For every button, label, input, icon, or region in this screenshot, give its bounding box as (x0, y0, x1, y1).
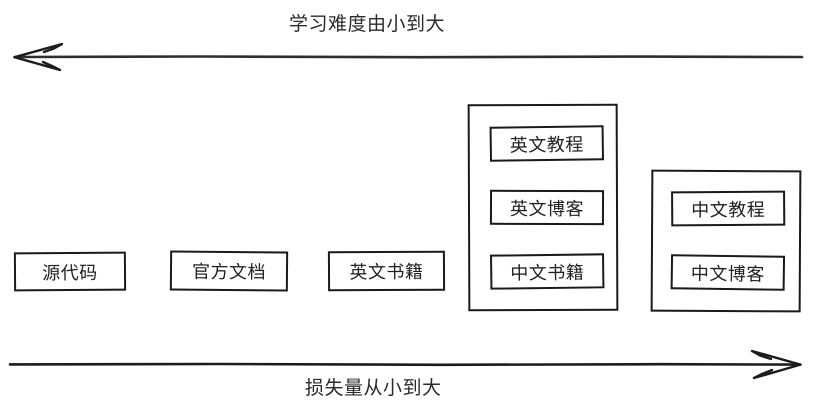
group-container[interactable]: 中文教程 中文博客 (650, 169, 802, 313)
node-box[interactable]: 源代码 (13, 251, 127, 292)
node-box[interactable]: 英文书籍 (327, 250, 446, 292)
top-arrow-left-icon (13, 42, 804, 72)
node-label: 英文教程 (509, 133, 584, 156)
node-box[interactable]: 英文博客 (489, 189, 605, 226)
node-box[interactable]: 英文教程 (489, 125, 605, 162)
bottom-axis-label: 损失量从小到大 (305, 378, 442, 399)
node-label: 源代码 (42, 262, 98, 283)
node-label: 中文教程 (691, 199, 766, 220)
node-label: 中文博客 (690, 262, 765, 285)
node-label: 英文书籍 (349, 261, 424, 283)
node-box[interactable]: 官方文档 (169, 250, 289, 292)
group-container[interactable]: 英文教程 英文博客 中文书籍 (467, 103, 619, 312)
node-box[interactable]: 中文教程 (671, 190, 786, 227)
node-label: 官方文档 (191, 261, 267, 283)
node-box[interactable]: 中文博客 (670, 254, 786, 291)
node-label: 英文博客 (509, 198, 585, 219)
node-box[interactable]: 中文书籍 (490, 253, 605, 290)
top-axis-label: 学习难度由小到大 (289, 14, 446, 35)
node-label: 中文书籍 (510, 262, 585, 283)
